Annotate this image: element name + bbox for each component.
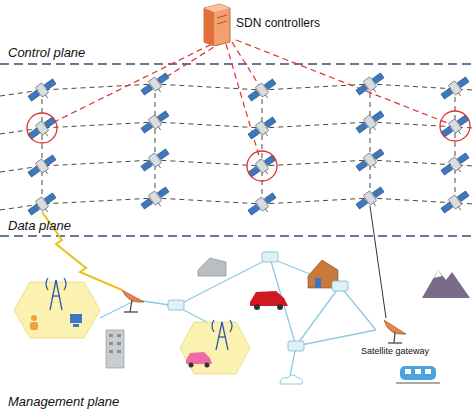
coverage-cell	[14, 282, 100, 338]
plane-label: Data plane	[8, 218, 71, 233]
plane-label: Management plane	[8, 394, 119, 409]
gateway-node: Satellite gateway	[350, 316, 440, 362]
gateway-dish	[122, 290, 144, 312]
building-icons	[106, 258, 338, 368]
feeder-link	[370, 206, 386, 318]
coverage-cell	[180, 322, 250, 374]
mountain-icon	[422, 270, 470, 298]
node-label: Satellite gateway	[350, 346, 440, 356]
user-icons	[30, 314, 82, 330]
selected-satellite-ring	[27, 111, 470, 181]
cell-tower	[46, 278, 232, 350]
plane-separator	[0, 63, 474, 65]
cloud-icon	[280, 375, 303, 384]
mountain-icon	[434, 270, 442, 278]
isl-links	[0, 84, 474, 210]
plane-separator	[0, 235, 474, 237]
dish-icon	[380, 316, 410, 346]
car-icon	[186, 291, 288, 368]
network-switch	[168, 252, 348, 351]
node-label: SDN controllers	[236, 16, 320, 30]
server-icon	[200, 2, 232, 46]
satellite-grid	[26, 70, 473, 220]
terrestrial-links	[100, 258, 376, 376]
control-links	[42, 40, 455, 166]
controller-node: SDN controllers	[200, 2, 350, 48]
train-icon	[396, 366, 440, 383]
plane-label: Control plane	[8, 45, 85, 60]
